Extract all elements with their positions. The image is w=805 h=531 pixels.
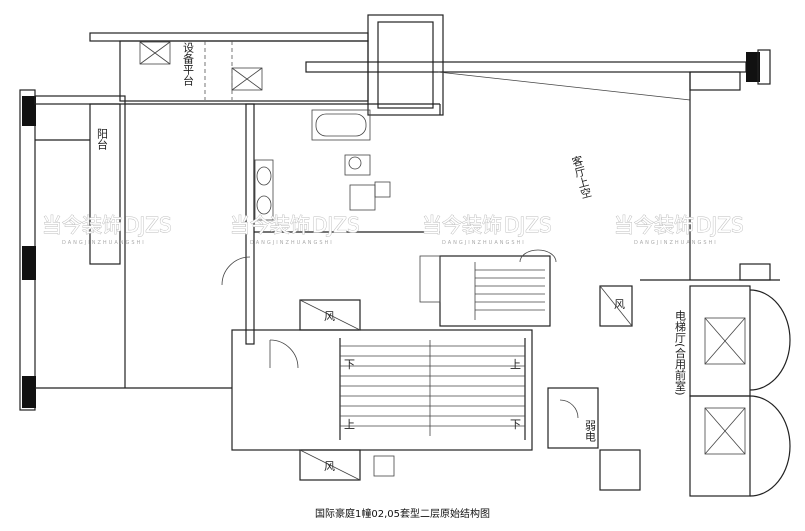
watermark-4: 当今装饰 DJZS DANGJINZHUANGSHI xyxy=(614,213,745,246)
weak-current-label: 弱电 xyxy=(584,420,597,442)
stair-down-label-2: 下 xyxy=(510,418,521,431)
svg-text:DJZS: DJZS xyxy=(312,213,360,237)
svg-text:DJZS: DJZS xyxy=(504,213,552,237)
watermark-2: 当今装饰 DJZS DANGJINZHUANGSHI xyxy=(230,213,361,246)
stair-down-label-1: 下 xyxy=(344,358,355,371)
air-shaft-label-2: 风 xyxy=(324,460,335,473)
svg-text:DANGJINZHUANGSHI: DANGJINZHUANGSHI xyxy=(250,240,334,246)
svg-text:DJZS: DJZS xyxy=(696,213,744,237)
svg-text:DJZS: DJZS xyxy=(124,213,172,237)
balcony-label: 阳台 xyxy=(96,128,109,150)
stair-up-label-1: 上 xyxy=(510,358,521,371)
svg-text:当今装饰: 当今装饰 xyxy=(614,213,694,237)
svg-text:DANGJINZHUANGSHI: DANGJINZHUANGSHI xyxy=(634,240,718,246)
svg-text:当今装饰: 当今装饰 xyxy=(230,213,310,237)
watermark-3: 当今装饰 DJZS DANGJINZHUANGSHI xyxy=(422,213,553,246)
svg-text:当今装饰: 当今装饰 xyxy=(42,213,122,237)
elevator-hall-label: 电梯厅(合用前室) xyxy=(674,310,687,396)
watermark-1: 当今装饰 DJZS DANGJINZHUANGSHI xyxy=(42,213,173,246)
air-shaft-label-3: 风 xyxy=(614,298,625,311)
svg-text:DANGJINZHUANGSHI: DANGJINZHUANGSHI xyxy=(62,240,146,246)
svg-text:当今装饰: 当今装饰 xyxy=(422,213,502,237)
equipment-platform-label: 设备平台 xyxy=(182,42,195,86)
drawing-title: 国际豪庭1幢02,05套型二层原始结构图 xyxy=(315,509,490,520)
air-shaft-label-1: 风 xyxy=(324,310,335,323)
stair-up-label-2: 上 xyxy=(344,418,355,431)
svg-text:DANGJINZHUANGSHI: DANGJINZHUANGSHI xyxy=(442,240,526,246)
